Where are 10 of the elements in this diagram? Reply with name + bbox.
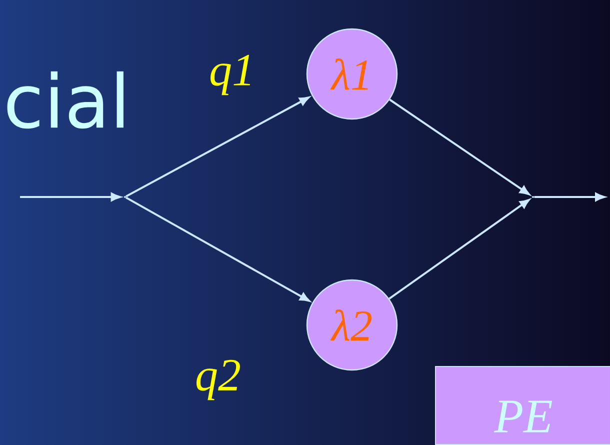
arrow	[20, 192, 121, 202]
edge-label: q1	[210, 54, 250, 96]
arrow	[534, 192, 605, 202]
arrow	[388, 199, 530, 300]
title-text: cial	[7, 71, 124, 129]
arrow	[389, 98, 530, 196]
label-box: PE	[435, 366, 610, 445]
arrow	[126, 96, 310, 198]
edge-label: q2	[196, 360, 240, 400]
arrow	[126, 196, 310, 302]
